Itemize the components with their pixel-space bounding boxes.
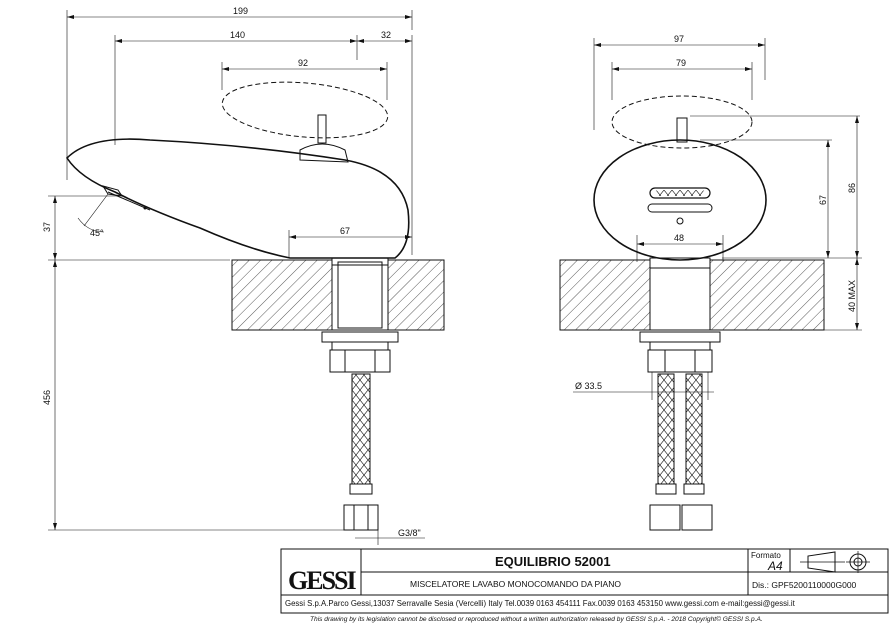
shank-front — [649, 257, 711, 331]
drawing-number: Dis.: GPF5200110000G000 — [752, 580, 857, 590]
flexible-hoses-front — [649, 373, 713, 531]
countertop-right-section — [387, 259, 445, 331]
svg-text:67: 67 — [818, 195, 828, 205]
svg-text:G3/8": G3/8" — [398, 528, 421, 538]
svg-text:Ø 33.5: Ø 33.5 — [575, 381, 602, 391]
svg-text:45°: 45° — [90, 228, 104, 238]
thread-label: G3/8" — [355, 528, 425, 545]
countertop-left-section — [231, 259, 333, 331]
product-title: EQUILIBRIO 52001 — [495, 554, 611, 569]
svg-text:37: 37 — [42, 222, 52, 232]
svg-text:40 MAX: 40 MAX — [847, 280, 857, 312]
title-block: GESSI EQUILIBRIO 52001 MISCELATORE LAVAB… — [280, 548, 889, 623]
formato-label: Formato — [751, 551, 781, 560]
svg-text:48: 48 — [674, 233, 684, 243]
dimension-97: 97 — [593, 34, 766, 130]
shank — [331, 257, 389, 331]
lever-open-position-front — [611, 95, 753, 149]
side-view: 199 140 32 92 — [42, 6, 445, 545]
dimension-67-left: 67 — [288, 226, 412, 258]
product-description: MISCELATORE LAVABO MONOCOMANDO DA PIANO — [410, 579, 621, 589]
projection-symbol-icon — [800, 551, 870, 573]
svg-text:199: 199 — [233, 6, 248, 16]
svg-text:140: 140 — [230, 30, 245, 40]
dimension-456: 456 — [42, 260, 344, 531]
fixing-nut — [321, 331, 399, 373]
copyright-notice: This drawing by its legislation cannot b… — [310, 615, 763, 623]
company-info: Gessi S.p.A.Parco Gessi,13037 Serravalle… — [285, 599, 796, 608]
mixer-body-front — [593, 139, 767, 261]
dimension-37: 37 — [42, 195, 230, 261]
dimension-92: 92 — [221, 58, 388, 100]
fixing-nut-front — [639, 331, 721, 373]
logo: GESSI — [288, 566, 356, 595]
svg-text:86: 86 — [847, 183, 857, 193]
lever-pin-front — [676, 117, 688, 143]
svg-text:97: 97 — [674, 34, 684, 44]
dimension-79: 79 — [611, 58, 753, 100]
countertop-front-left — [559, 259, 651, 331]
svg-text:67: 67 — [340, 226, 350, 236]
lever-open-position — [221, 81, 389, 139]
dimension-48: 48 — [636, 233, 724, 262]
countertop-front-right — [709, 259, 825, 331]
dimension-86: 86 67 — [690, 115, 862, 259]
dimension-140: 140 32 — [114, 30, 413, 255]
svg-text:456: 456 — [42, 390, 52, 405]
angle-45: 45° — [77, 193, 109, 238]
aerator — [647, 187, 713, 225]
svg-text:79: 79 — [676, 58, 686, 68]
svg-text:32: 32 — [381, 30, 391, 40]
svg-text:92: 92 — [298, 58, 308, 68]
dimension-40max: 40 MAX — [824, 258, 862, 331]
dimension-199: 199 — [66, 6, 413, 180]
formato-value: A4 — [767, 559, 783, 573]
flexible-hose — [343, 373, 379, 531]
front-view: 97 79 86 — [559, 34, 862, 531]
spout-body — [65, 138, 410, 259]
